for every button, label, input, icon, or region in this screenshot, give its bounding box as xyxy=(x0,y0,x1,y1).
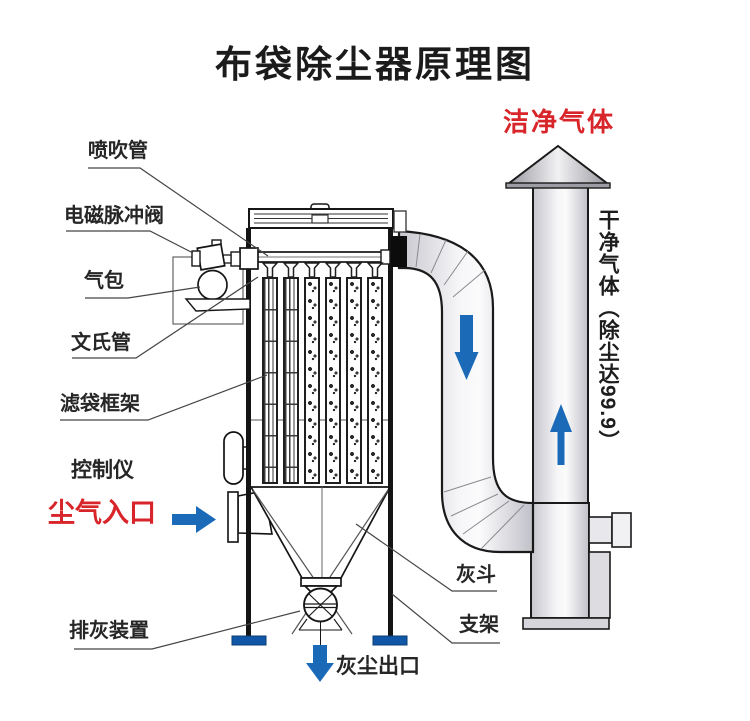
label-dusty-inlet: 尘气入口 xyxy=(48,498,156,528)
label-air-tank: 气包 xyxy=(84,270,124,292)
cover-handle xyxy=(311,214,329,224)
filter-bag xyxy=(304,277,320,484)
fan-outlet-flange xyxy=(611,512,632,548)
chimney-cap xyxy=(505,144,611,185)
control-instrument xyxy=(223,431,250,485)
fan-outlet-pipe xyxy=(588,516,613,544)
label-bag-cage: 滤袋框架 xyxy=(60,393,140,415)
label-blow-pipe: 喷吹管 xyxy=(88,140,148,162)
filter-bag xyxy=(325,277,341,484)
rotary-valve xyxy=(298,577,343,649)
chimney xyxy=(505,144,632,630)
label-dust-outlet: 灰尘出口 xyxy=(336,655,420,678)
label-clean-gas: 洁净气体 xyxy=(503,107,616,137)
filter-bag xyxy=(346,277,362,484)
outlet-elbow-duct xyxy=(397,229,535,554)
right-foot xyxy=(372,635,408,646)
venturi-row xyxy=(261,262,384,278)
pulse-valve xyxy=(191,239,226,271)
label-clean-gas-vertical: 干净气体（除尘达99.9） xyxy=(596,209,620,452)
filter-bag-cage xyxy=(262,277,278,484)
label-support: 支架 xyxy=(459,614,499,636)
label-ash-hopper: 灰斗 xyxy=(456,564,496,586)
label-controller: 控制仪 xyxy=(71,459,134,482)
top-cover xyxy=(248,203,407,233)
label-pulse-valve: 电磁脉冲阀 xyxy=(64,205,164,227)
duct-connector xyxy=(391,236,407,267)
blow-pipe xyxy=(222,247,391,270)
label-venturi: 文氏管 xyxy=(71,332,131,354)
label-ash-discharge: 排灰装置 xyxy=(69,620,149,642)
tank-shelf xyxy=(184,298,251,312)
air-tank xyxy=(197,269,228,301)
left-foot xyxy=(231,635,267,646)
page-title: 布袋除尘器原理图 xyxy=(215,44,535,85)
filter-bag-cage xyxy=(283,277,299,484)
body-walls-and-legs xyxy=(246,228,393,636)
fan-housing xyxy=(530,502,590,619)
filter-bag xyxy=(367,277,383,484)
chimney-base-plate xyxy=(522,617,610,630)
inlet-flange xyxy=(227,491,239,543)
